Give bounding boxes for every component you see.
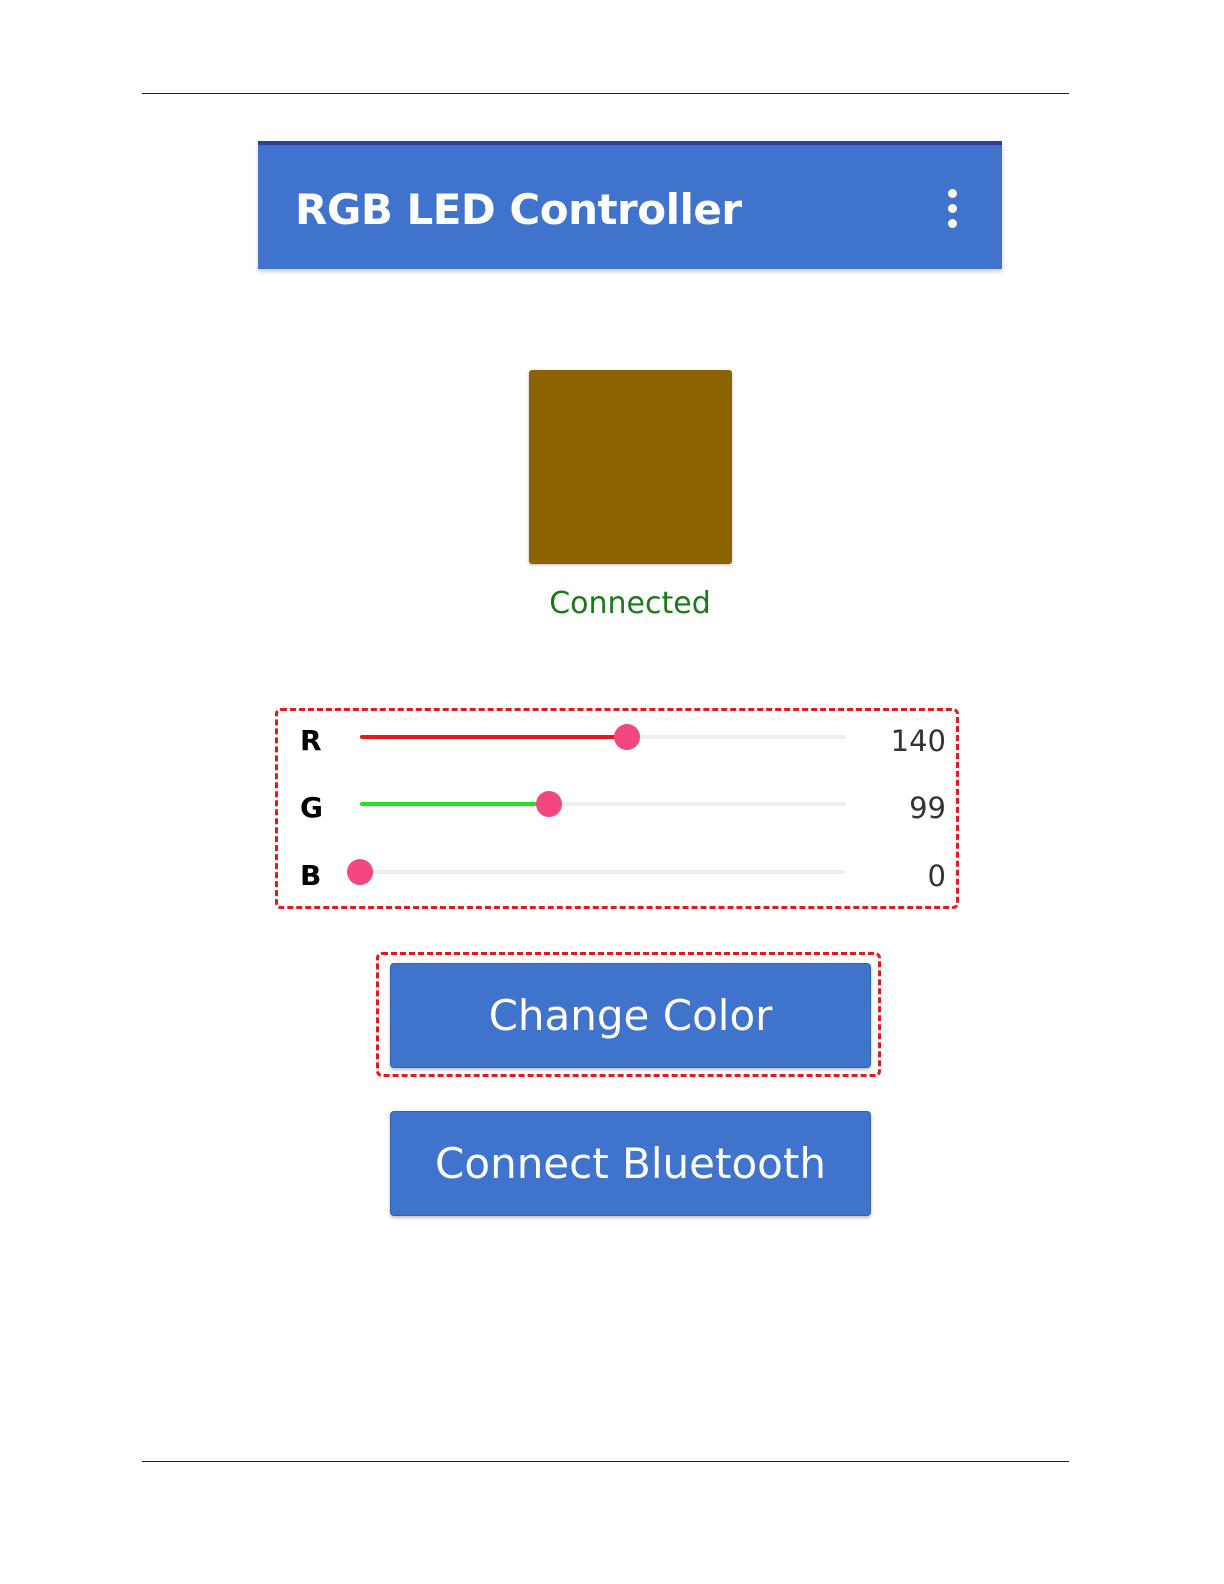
slider-thumb-blue[interactable]: [347, 859, 373, 885]
connection-status: Connected: [430, 586, 830, 621]
slider-value-blue: 0: [856, 859, 946, 893]
slider-label-green: G: [300, 791, 323, 824]
top-divider: [142, 93, 1069, 94]
slider-row-red: R 140: [280, 712, 950, 762]
slider-fill-red: [360, 735, 627, 739]
color-preview-swatch: [529, 370, 732, 564]
slider-green[interactable]: [360, 802, 846, 806]
connect-bluetooth-button[interactable]: Connect Bluetooth: [390, 1111, 871, 1216]
app-bar: RGB LED Controller: [258, 141, 1002, 269]
slider-blue[interactable]: [360, 870, 846, 874]
app-title: RGB LED Controller: [295, 185, 742, 234]
slider-red[interactable]: [360, 735, 846, 739]
slider-value-red: 140: [856, 724, 946, 758]
slider-label-blue: B: [300, 859, 321, 892]
overflow-menu-icon[interactable]: [944, 189, 960, 229]
slider-thumb-red[interactable]: [614, 724, 640, 750]
slider-value-green: 99: [856, 791, 946, 825]
slider-thumb-green[interactable]: [536, 791, 562, 817]
change-color-button[interactable]: Change Color: [390, 963, 871, 1068]
slider-row-green: G 99: [280, 779, 950, 829]
slider-fill-green: [360, 802, 549, 806]
slider-row-blue: B 0: [280, 847, 950, 897]
bottom-divider: [142, 1461, 1069, 1462]
slider-label-red: R: [300, 724, 322, 757]
